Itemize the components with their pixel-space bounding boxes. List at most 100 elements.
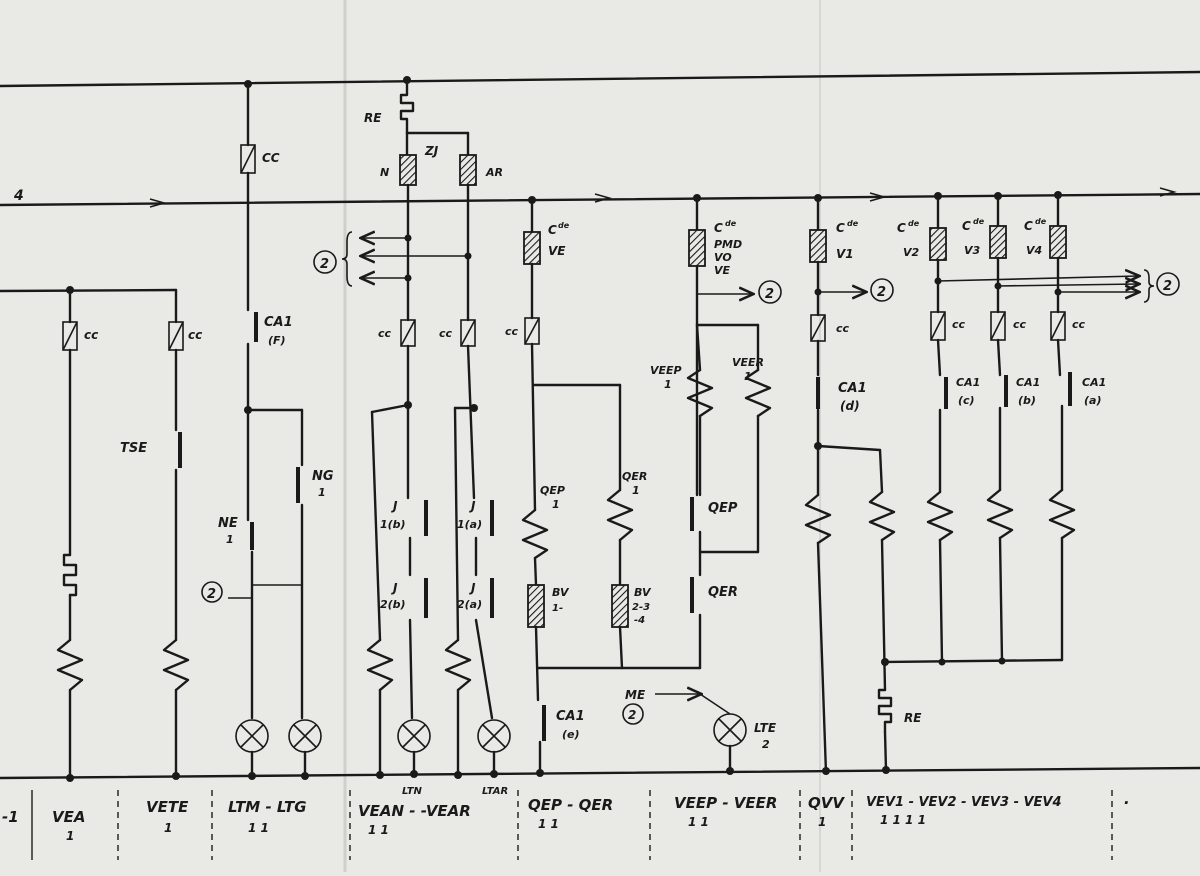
j-label: J (391, 581, 398, 595)
legend-label: VEV1 - VEV2 - VEV3 - VEV4 (866, 795, 1062, 810)
cde-v2-coil (929, 227, 947, 261)
legend-label: -1 (2, 808, 19, 826)
cde-label: C (714, 221, 723, 235)
veep-veer-branch: C de PMD VO VE 2 VEEP 1 VEER 1 QEP QER M… (622, 194, 782, 773)
cde-pmd-coil (688, 229, 706, 267)
veep-num: 1 (664, 378, 672, 391)
re-bottom-label: RE (904, 711, 922, 725)
arrow-icon (594, 193, 612, 203)
cde-sup: de (847, 219, 859, 228)
ca1-label: CA1 (1082, 376, 1106, 389)
ve2-label: VE (714, 264, 731, 277)
cde-sup: de (725, 219, 737, 228)
legend-label: QVV (808, 794, 845, 812)
tse-contact (178, 432, 182, 468)
j1a-contact (490, 500, 494, 536)
resistor-qvv2 (868, 490, 896, 542)
heater-element (62, 553, 78, 597)
ref-2-label: 2 (207, 587, 216, 602)
ref-2-label: 2 (765, 287, 774, 302)
me-label: ME (625, 688, 646, 702)
cc-label: cc (84, 328, 98, 342)
ca1-label: CA1 (1016, 376, 1040, 389)
wire-4-label: 4 (13, 188, 24, 204)
resistor-qep (521, 508, 549, 560)
ref-2-label: 2 (1163, 279, 1172, 294)
vean-vear-branch: RE ZJ N AR 2 cc cc J 1(b) J 1(a) (313, 76, 511, 797)
j1b-contact (424, 500, 428, 536)
j-label: J (391, 499, 398, 513)
ca1-c-contact (944, 377, 948, 409)
qep-label: QEP (540, 484, 565, 497)
ca1-a-contact (1068, 372, 1072, 406)
qer-label: QER (622, 470, 647, 483)
zj-label: ZJ (424, 144, 439, 158)
j2b-contact (424, 578, 428, 618)
tse-label: TSE (120, 441, 147, 456)
legend-label: VEA (52, 808, 85, 826)
lte-label: LTE (754, 721, 777, 735)
v3-label: V3 (964, 244, 981, 257)
v4-label: V4 (1026, 244, 1042, 257)
legend-label: LTM - LTG (228, 798, 307, 816)
cc-label: cc (1072, 318, 1086, 331)
ca1-label: CA1 (556, 709, 585, 724)
cde-sup: de (973, 217, 985, 226)
bracket (341, 231, 353, 287)
ca1-f-label: (F) (268, 334, 286, 347)
cde-v4-coil (1049, 225, 1067, 259)
n-label: N (380, 166, 389, 179)
legend-label: VEAN - -VEAR (358, 802, 471, 820)
v2-label: V2 (903, 246, 920, 259)
ve-label: VE (548, 244, 566, 258)
cde-sup: de (1035, 217, 1047, 226)
cde-label: C (548, 223, 557, 237)
ca1-label: CA1 (838, 381, 867, 396)
cc-label: CC (262, 151, 280, 165)
legend-sub: 1 (818, 815, 826, 829)
relay-ar (459, 154, 477, 186)
qep-contact (690, 497, 694, 531)
cc-label: cc (1013, 318, 1027, 331)
j2b-label: 2(b) (380, 598, 406, 611)
resistor-qvv (804, 493, 832, 545)
resistor-vete (162, 638, 190, 692)
legend-sub: 1 1 (688, 815, 709, 829)
ca1-d-contact (816, 377, 820, 409)
ar-label: AR (485, 166, 503, 179)
cc-label: cc (188, 328, 202, 342)
legend-label: VEEP - VEER (674, 794, 777, 812)
ref-2-label: 2 (877, 285, 886, 300)
ng-contact (296, 467, 300, 503)
bv234-label: 2-3 (632, 602, 650, 613)
legend-label: . (1124, 790, 1130, 808)
top-bus-wire (0, 70, 1200, 88)
ca1-a-label: (a) (1084, 394, 1101, 407)
ne-num: 1 (226, 533, 234, 546)
ca1-e-contact (542, 705, 546, 741)
cde-label: C (1024, 219, 1033, 233)
cc-label: cc (952, 318, 966, 331)
qep-qer-branch: C de VE cc QEP 1 QER 1 BV 1- BV 2-3 -4 C… (505, 196, 702, 775)
ca1-b-label: (b) (1018, 394, 1036, 407)
re-coil (399, 78, 415, 135)
ca1-e-label: (e) (562, 728, 580, 741)
qvv-branch: C de V1 2 cc CA1 (d) RE (804, 194, 1064, 775)
ref-2-label: 2 (628, 708, 636, 722)
arrow-icon (869, 192, 887, 202)
qep-contact-label: QEP (708, 501, 738, 516)
legend-sub: 1 1 (368, 823, 389, 837)
ng-num: 1 (318, 486, 326, 499)
ltn-label: LTN (402, 786, 423, 797)
v1-label: V1 (836, 247, 854, 261)
arrow-icon (1159, 187, 1177, 197)
legend-sub: 1 1 (248, 821, 269, 835)
bv-234-coil (611, 584, 629, 628)
ne-label: NE (218, 516, 238, 531)
bv-label: BV (634, 586, 652, 599)
cc-label: cc (439, 327, 453, 340)
ltar-label: LTAR (482, 786, 508, 797)
ng-label: NG (312, 469, 334, 484)
j-label: J (469, 499, 476, 513)
